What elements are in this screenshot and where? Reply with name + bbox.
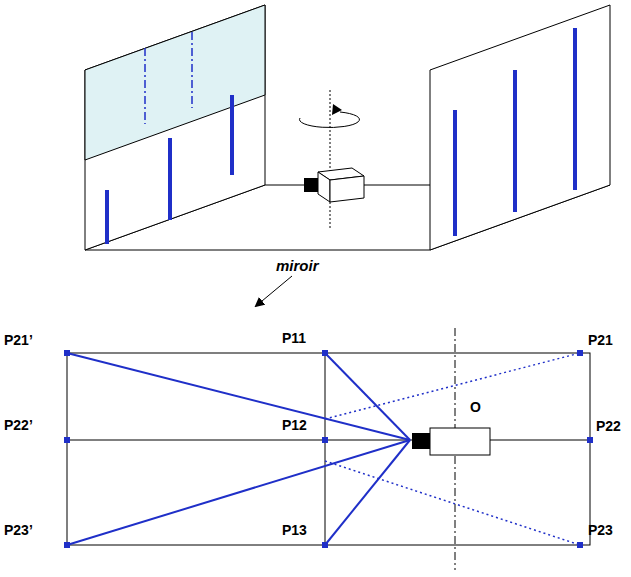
virtual-lines <box>325 353 580 545</box>
mirror-label: miroir <box>276 258 319 275</box>
point-label: P23’ <box>4 523 33 538</box>
point-label: P22’ <box>4 418 33 433</box>
top-view <box>67 328 590 570</box>
camera <box>299 90 364 230</box>
vertical-bars <box>107 28 575 244</box>
leader-arrow <box>256 276 292 306</box>
point-label: P12 <box>282 418 307 433</box>
reflected-bars <box>145 32 192 124</box>
origin-label: O <box>470 400 481 415</box>
sight-lines <box>67 353 410 545</box>
point-label: P21 <box>588 333 613 348</box>
point-label: P13 <box>282 523 307 538</box>
point-label: P21’ <box>4 333 33 348</box>
point-label: P22 <box>596 419 621 434</box>
left-wall <box>85 5 265 250</box>
point-label: P23 <box>588 523 613 538</box>
camera-top <box>412 428 490 455</box>
point-label: P11 <box>282 331 306 346</box>
right-wall <box>430 5 610 250</box>
mirror <box>85 5 265 160</box>
points <box>64 350 593 548</box>
room-view <box>85 5 610 250</box>
